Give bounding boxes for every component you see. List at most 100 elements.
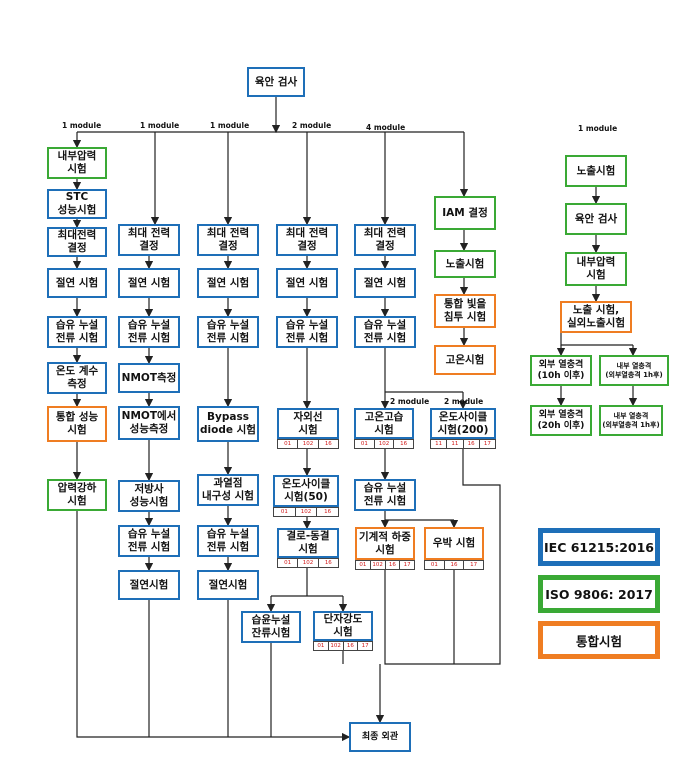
- c1-pressure-drop: 압력강하 시험: [47, 479, 107, 511]
- c1-temp-coefficient: 온도 계수 측정: [47, 362, 107, 394]
- cell: 11: [447, 440, 464, 448]
- cell: 17: [403, 562, 411, 568]
- c4-uv: 자외선 시험: [277, 408, 339, 439]
- cell: 01: [278, 440, 299, 448]
- legend-iec: IEC 61215:2016: [538, 528, 660, 566]
- column-header-3: 1 module: [210, 121, 250, 130]
- flow-arrow: [76, 511, 351, 742]
- c3-bypass-diode: Bypass diode 시험: [197, 406, 259, 442]
- cell: 01: [278, 559, 299, 567]
- c1-stc-performance: STC 성능시험: [47, 189, 107, 219]
- c1-integrated-performance: 통합 성능 시험: [47, 406, 107, 442]
- cell: 102: [375, 440, 395, 448]
- flow-line: [384, 449, 501, 665]
- c5-wet-leakage: 습유 누설 전류 시험: [354, 316, 416, 348]
- c5-hail: 우박 시험: [424, 527, 484, 560]
- c7-exposure: 노출시험: [565, 155, 627, 187]
- c4-wet-leakage: 습유 누설 전류 시험: [276, 316, 338, 348]
- c2-wet-leakage: 습유 누설 전류 시험: [118, 316, 180, 348]
- cell: 01: [355, 440, 375, 448]
- cell: 102: [329, 642, 344, 650]
- c4-insulation: 절연 시험: [276, 268, 338, 298]
- c7-visual-inspection: 육안 검사: [565, 203, 627, 235]
- column-header-6: 1 module: [578, 124, 618, 133]
- c5-insulation: 절연 시험: [354, 268, 416, 298]
- c7-outdoor-exposure: 노출 시험, 실외노출시험: [560, 301, 632, 333]
- c2-low-irradiance: 저방사 성능시험: [118, 480, 180, 512]
- c5-damp-heat: 고온고습 시험: [354, 408, 414, 439]
- c4-terminal-strength: 단자강도 시험: [313, 611, 373, 641]
- c3-insulation-2: 절연시험: [197, 570, 259, 600]
- cell: 01: [425, 561, 445, 569]
- c1-max-power: 최대전력 결정: [47, 227, 107, 257]
- cell: 01: [356, 561, 371, 569]
- c6-iam: IAM 결정: [434, 196, 496, 230]
- cell: 16: [344, 642, 359, 650]
- cell: 16: [324, 441, 332, 447]
- column-header-5: 4 module: [366, 123, 406, 132]
- column-header-4: 2 module: [292, 121, 332, 130]
- flow-line: [560, 333, 633, 346]
- cell: 01: [274, 508, 296, 516]
- c7-external-shock-10h: 외부 열충격 (10h 이후): [530, 355, 592, 386]
- c3-wet-leakage: 습유 누설 전류 시험: [197, 316, 259, 348]
- cell: 16: [464, 440, 480, 448]
- cell: 16: [386, 561, 401, 569]
- cell: 16: [324, 509, 332, 515]
- c2-nmot-measure: NMOT측정: [118, 363, 180, 393]
- c6-high-temp: 고온시험: [434, 345, 496, 375]
- final-appearance-box: 최종 외관: [349, 722, 411, 752]
- visual-inspection-box: 육안 검사: [247, 67, 305, 97]
- branch-header-2: 2 module: [444, 397, 484, 406]
- c5-max-power: 최대 전력 결정: [354, 224, 416, 256]
- c2-wet-leakage-2: 습유 누설 전류 시험: [118, 525, 180, 557]
- cell: 16: [400, 441, 408, 447]
- cell: 17: [483, 441, 491, 447]
- cell: 01: [314, 642, 329, 650]
- cell: 17: [470, 562, 478, 568]
- cell: 102: [296, 508, 318, 516]
- cell: 16: [324, 560, 332, 566]
- c1-insulation: 절연 시험: [47, 268, 107, 298]
- c7-internal-pressure: 내부압력 시험: [565, 252, 627, 286]
- c5-tc200: 온도사이클 시험(200): [430, 408, 496, 439]
- branch-header-1: 2 module: [390, 397, 430, 406]
- c2-max-power: 최대 전력 결정: [118, 224, 180, 256]
- c2-nmot-performance: NMOT에서 성능측정: [118, 406, 180, 440]
- c4-tc50: 온도사이클 시험(50): [273, 475, 339, 507]
- legend-iso: ISO 9806: 2017: [538, 575, 660, 613]
- cell: 102: [298, 440, 319, 448]
- c3-max-power: 최대 전력 결정: [197, 224, 259, 256]
- c1-internal-pressure: 내부압력 시험: [47, 147, 107, 179]
- c7-external-shock-20h: 외부 열충격 (20h 이후): [530, 405, 592, 436]
- c7-internal-shock-2: 내부 열충격 (외부열충격 1h후): [599, 405, 663, 436]
- cell: 102: [298, 559, 319, 567]
- c1-wet-leakage: 습유 누설 전류 시험: [47, 316, 107, 348]
- c4-humidity-freeze: 결로-동결 시험: [277, 528, 339, 558]
- c2-insulation: 절연 시험: [118, 268, 180, 298]
- c2-insulation-2: 절연시험: [118, 570, 180, 600]
- flow-line: [384, 511, 454, 521]
- cell: 102: [371, 561, 386, 569]
- c6-exposure: 노출시험: [434, 250, 496, 278]
- cell: 17: [361, 643, 369, 649]
- c5-mechanical-load: 기계적 하중 시험: [355, 527, 415, 560]
- c7-internal-shock-1: 내부 열충격 (외부열충격 1h후): [599, 355, 669, 386]
- c5-wet-leakage-2: 습유 누설 전류 시험: [354, 479, 416, 511]
- c3-wet-leakage-2: 습유 누설 전류 시험: [197, 525, 259, 557]
- c4-max-power: 최대 전력 결정: [276, 224, 338, 256]
- cell: 11: [431, 440, 448, 448]
- column-header-1: 1 module: [62, 121, 102, 130]
- legend-integrated: 통합시험: [538, 621, 660, 659]
- column-header-2: 1 module: [140, 121, 180, 130]
